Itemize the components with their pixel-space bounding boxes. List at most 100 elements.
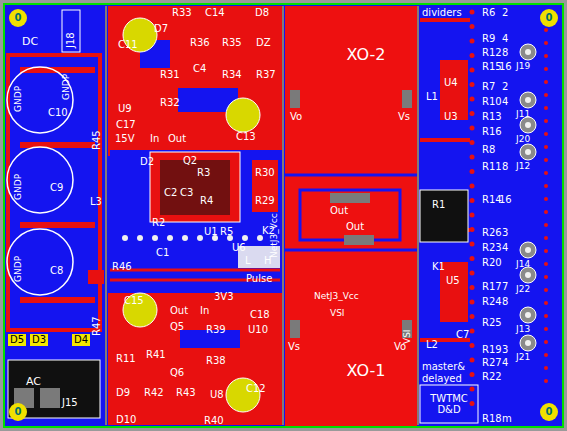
silkscreen-label: 16: [499, 195, 512, 205]
pad: [470, 111, 475, 116]
silkscreen-label: R40: [204, 416, 224, 426]
silkscreen-label: R33: [172, 8, 192, 18]
silkscreen-label: 8: [502, 48, 508, 58]
silkscreen-label: Out: [168, 134, 186, 144]
module-title: TWTMC: [430, 393, 468, 405]
module-title: XO-1: [347, 362, 386, 380]
silkscreen-label: 3: [502, 228, 508, 238]
silkscreen-label: DC: [22, 36, 38, 47]
silkscreen-label: R32: [160, 98, 180, 108]
pad: [137, 235, 143, 241]
pad: [470, 39, 475, 44]
silkscreen-label: U10: [248, 325, 268, 335]
pad: [544, 301, 548, 305]
pad: [470, 343, 475, 348]
silkscreen-label: R24: [482, 297, 502, 307]
silkscreen-label: U9: [118, 104, 132, 114]
pad: [544, 275, 548, 279]
pad: [470, 126, 475, 131]
silkscreen-label: GNDP: [62, 74, 71, 100]
silkscreen-label: R15: [482, 62, 502, 72]
pad: [544, 327, 548, 331]
silkscreen-label: VSI: [330, 309, 345, 318]
silkscreen-label: J20: [516, 135, 530, 144]
pad: [544, 353, 548, 357]
silkscreen-label: Out: [330, 206, 348, 216]
silkscreen-label: J18: [66, 32, 76, 48]
silkscreen-label: In: [150, 134, 159, 144]
silkscreen-label: J21: [516, 353, 530, 362]
silkscreen-label: 4: [502, 358, 508, 368]
pad: [544, 366, 548, 370]
pad: [544, 67, 548, 71]
silkscreen-label: J22: [516, 285, 530, 294]
silkscreen-label: C2: [164, 188, 177, 198]
silkscreen-label: J12: [516, 162, 530, 171]
pad: [544, 93, 548, 97]
silkscreen-label: Vs: [288, 342, 300, 352]
pad: [520, 335, 536, 351]
silkscreen-label: R31: [160, 70, 180, 80]
silkscreen-label: R3: [197, 168, 210, 178]
pad: [544, 132, 548, 136]
silkscreen-label: C8: [50, 266, 63, 276]
pad: [544, 262, 548, 266]
silkscreen-label: R13: [482, 112, 502, 122]
pad: [470, 184, 475, 189]
pad: [520, 307, 536, 323]
pad: [544, 379, 548, 383]
pad: [544, 210, 548, 214]
silkscreen-label: R39: [206, 325, 226, 335]
silkscreen-label: R20: [482, 258, 502, 268]
pad: [544, 314, 548, 318]
pad: [544, 197, 548, 201]
corner-mark: 0: [15, 13, 22, 23]
silkscreen-label: R19: [482, 345, 502, 355]
silkscreen-label: R14: [482, 195, 502, 205]
silkscreen-label: GNDP: [14, 256, 23, 282]
silkscreen-label: D8: [255, 8, 269, 18]
silkscreen-label: K1: [432, 262, 445, 272]
pad: [520, 144, 536, 160]
silkscreen-label: Vo: [290, 112, 302, 122]
silkscreen-label: C13: [236, 132, 256, 142]
silkscreen-label: D7: [154, 24, 168, 34]
pad: [470, 285, 475, 290]
pad: [197, 235, 203, 241]
pad: [470, 68, 475, 73]
silkscreen-label: L3: [90, 197, 102, 207]
silkscreen-label: 8: [502, 162, 508, 172]
silkscreen-label: D4: [72, 334, 90, 346]
silkscreen-label: R45: [92, 130, 102, 150]
silkscreen-label: R12: [482, 48, 502, 58]
silkscreen-label: R2: [152, 218, 165, 228]
pad: [520, 92, 536, 108]
silkscreen-label: R22: [482, 372, 502, 382]
pad: [520, 242, 536, 258]
silkscreen-label: C3: [180, 188, 193, 198]
silkscreen-label: R26: [482, 228, 502, 238]
silkscreen-label: Vs: [398, 112, 410, 122]
silkscreen-label: D5: [8, 334, 26, 346]
pad: [525, 312, 531, 318]
pad: [544, 106, 548, 110]
silkscreen-label: C14: [205, 8, 225, 18]
pad: [544, 54, 548, 58]
silkscreen-label: R37: [256, 70, 276, 80]
silkscreen-label: 8: [502, 297, 508, 307]
corner-mark: 0: [546, 407, 553, 417]
pad: [470, 97, 475, 102]
silkscreen-label: L2: [426, 340, 438, 350]
pad: [470, 155, 475, 160]
silkscreen-label: R17: [482, 282, 502, 292]
silkscreen-label: DZ: [256, 38, 271, 48]
silkscreen-label: J14: [516, 260, 530, 269]
silkscreen-label: R16: [482, 127, 502, 137]
module-title: D&D: [437, 404, 460, 416]
silkscreen-label: R29: [255, 196, 275, 206]
pad: [525, 272, 531, 278]
silkscreen-label: L: [245, 256, 251, 266]
pad: [470, 24, 475, 29]
silkscreen-label: R23: [482, 243, 502, 253]
